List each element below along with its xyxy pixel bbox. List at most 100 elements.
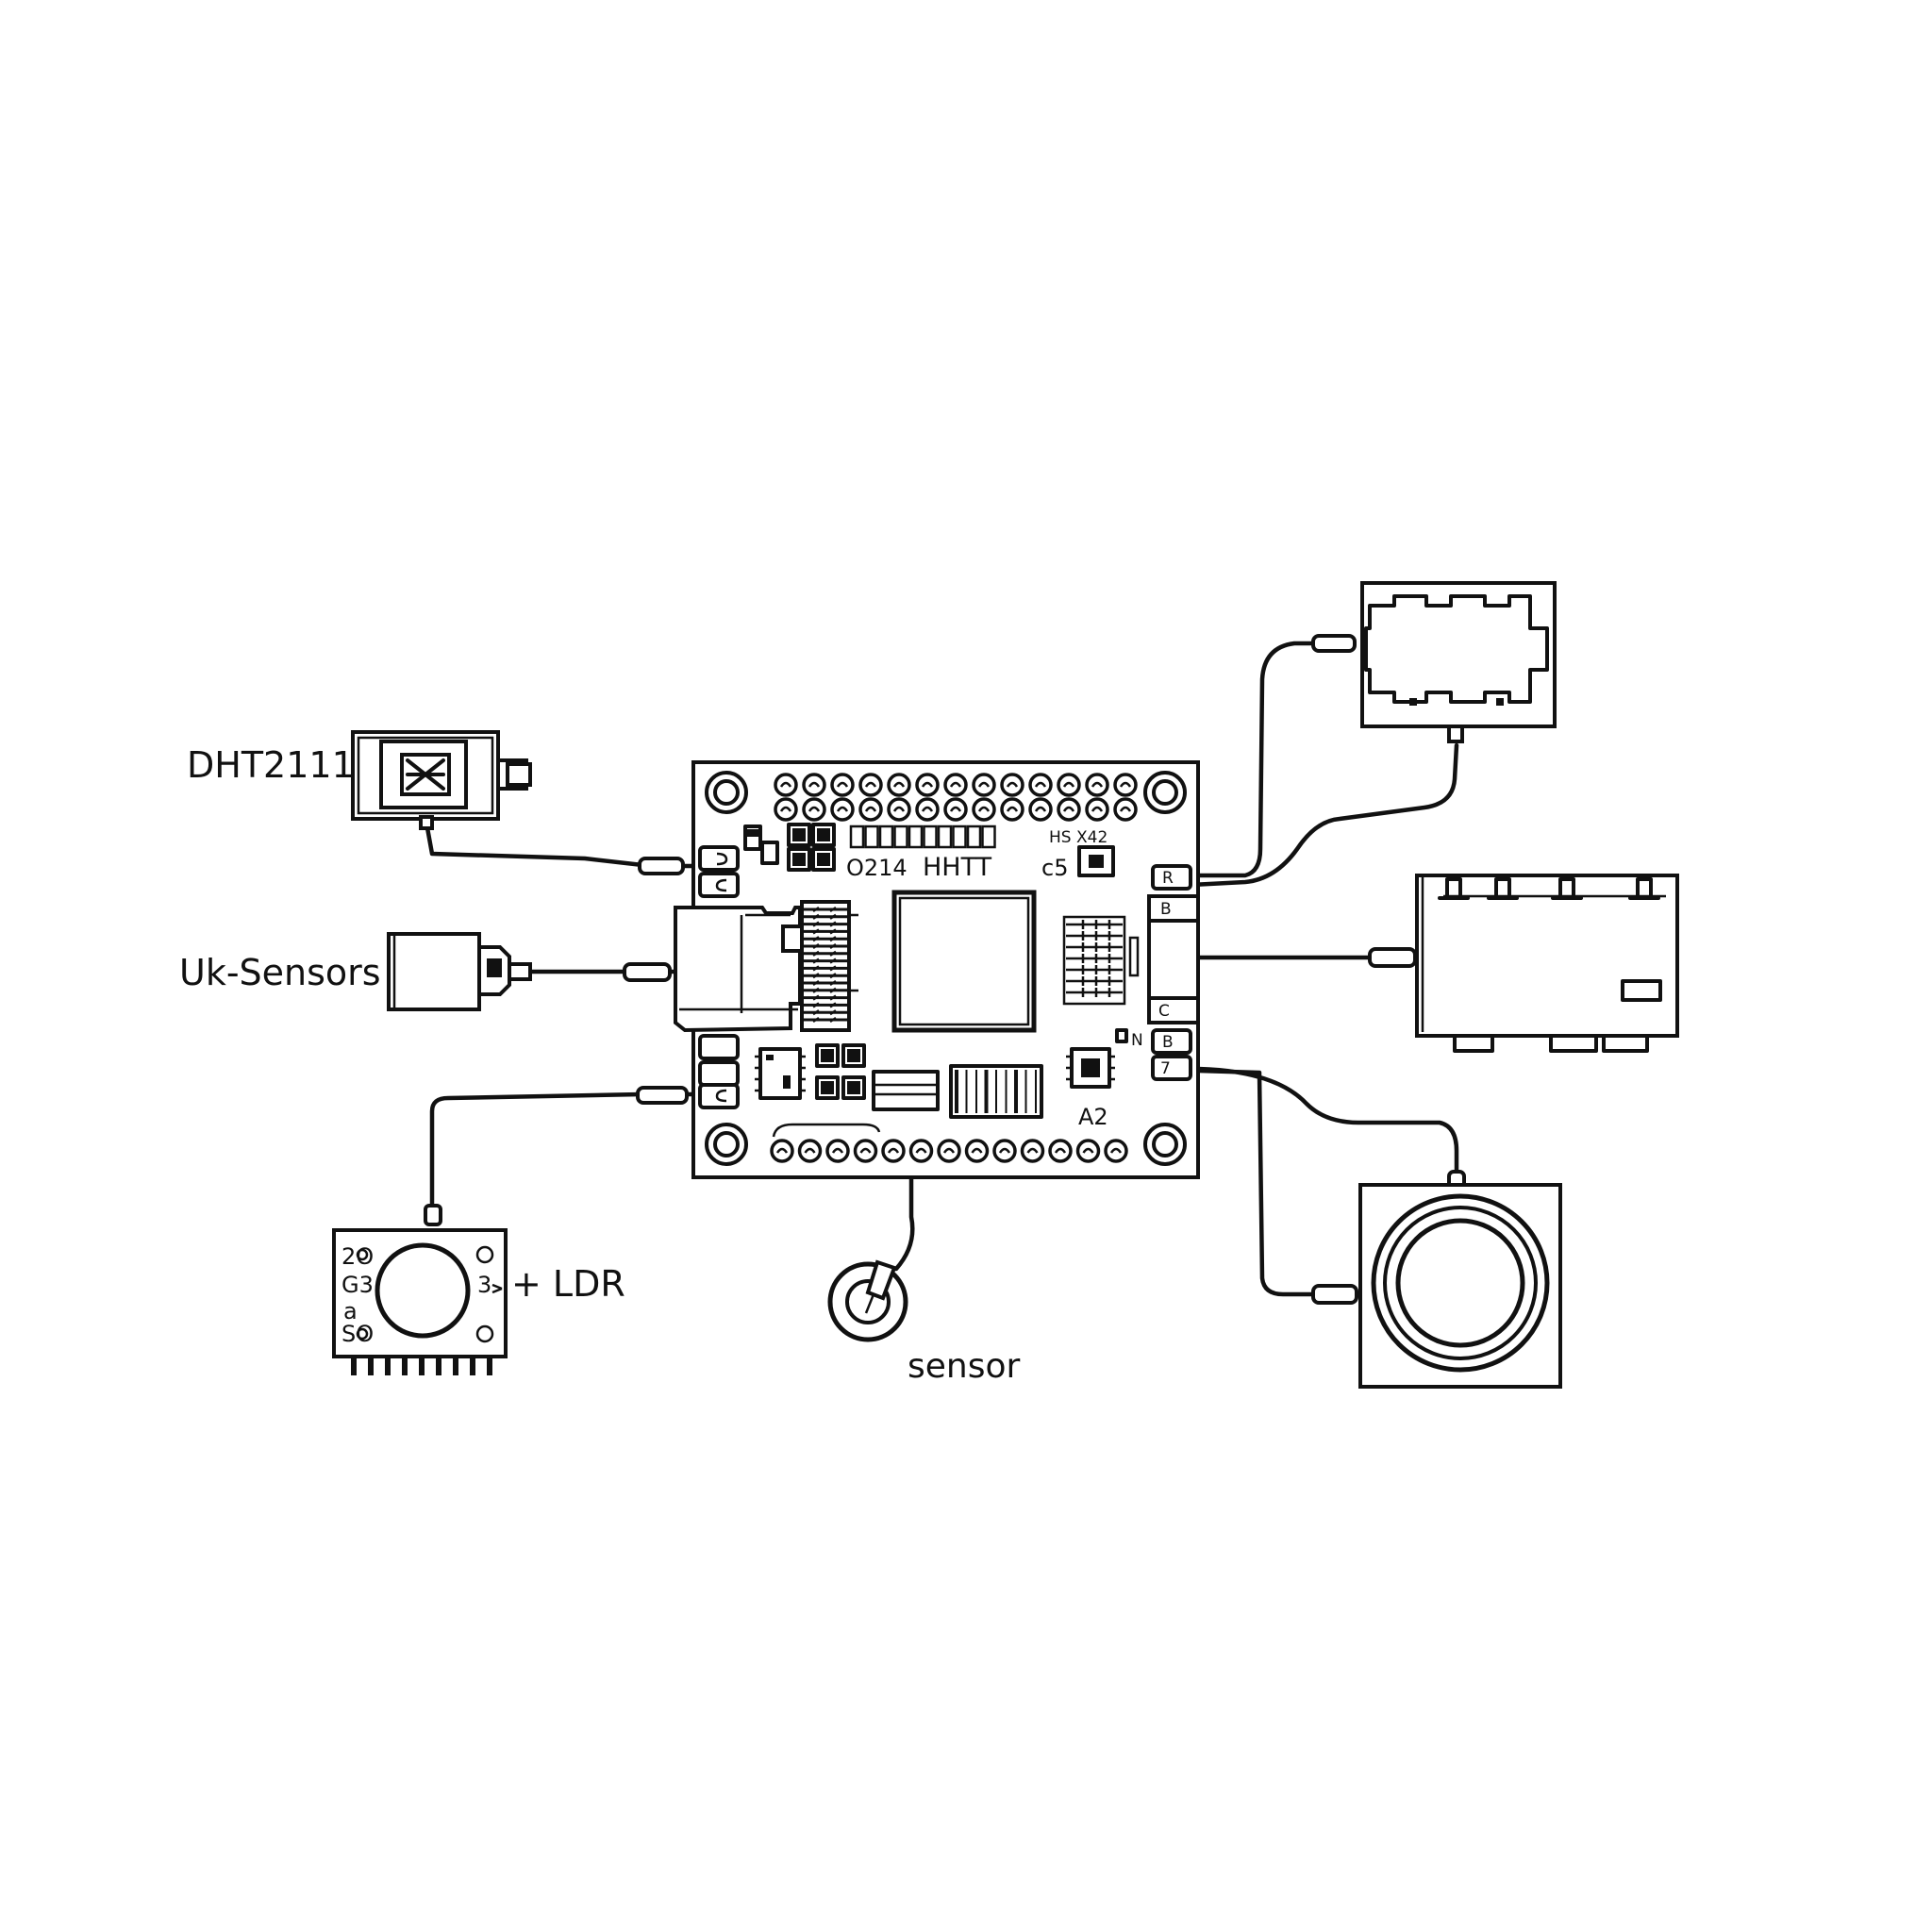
small-ic-a2 [1066,1028,1128,1089]
bottom-center-component [872,1070,940,1111]
header-pin [802,773,826,797]
resistor-array [1062,915,1140,1006]
right-edge-module: R B C B 7 N [1131,864,1200,1081]
segment [952,824,967,849]
small-ic-top [1077,845,1115,877]
ldr-module: 2O G3 a SO 3 [332,1228,508,1375]
label-dht: DHT2111 [187,744,355,786]
segment [981,824,996,849]
header-pin [1085,797,1109,822]
svg-text:B: B [1160,900,1172,919]
svg-text:R: R [1162,869,1174,888]
header-pin [972,773,996,797]
wire-connectors [424,634,1466,1305]
left-top-components [743,823,836,872]
label-ldr: + LDR [511,1263,625,1305]
header-pin [1075,1139,1101,1163]
svg-text:7: 7 [1160,1059,1171,1078]
header-pin [1020,1139,1045,1163]
left-connector-block [674,906,802,1033]
header-pin [853,1139,878,1163]
ldr-pin-2: G3 [341,1272,374,1298]
mounting-holes [705,771,1187,1166]
header-pin [915,773,940,797]
header-pin [1000,773,1024,797]
connector-top-module [1311,634,1357,653]
header-pin [825,1139,850,1163]
bottom-left-chip [755,1043,866,1100]
header-pin [972,797,996,822]
connector-dht [638,857,685,875]
led-segment-strip [849,824,996,849]
right-module [1415,874,1679,1053]
header-pin [774,797,798,822]
main-board: O214 HHTT HS X42 c5 A2 [674,760,1200,1179]
top-pin-header [774,773,1138,822]
ldr-header-pin [453,1357,458,1375]
connector-right-module [1368,947,1417,968]
uk-sensors-module [387,932,532,1011]
header-pin [1113,773,1138,797]
header-pin [1000,797,1024,822]
ldr-header-pin [351,1357,357,1375]
wire-ldr [429,1091,701,1208]
main-ic [891,890,1037,1033]
label-sensor: sensor [908,1347,1021,1386]
header-pin [943,797,968,822]
wire-top-module-2 [1188,742,1459,888]
left-edge-pads [698,845,740,1109]
ldr-pin-3: a [343,1298,358,1324]
silk-hhtt: HHTT [923,853,992,882]
segment [878,824,894,849]
segment [893,824,908,849]
bottom-pin-header [770,1123,1128,1163]
header-pin [881,1139,906,1163]
header-pin [1113,797,1138,822]
header-pin [1028,797,1053,822]
wire-speaker-2 [1195,1066,1459,1180]
header-pin [908,1139,934,1163]
header-pin [1028,773,1053,797]
svg-text:B: B [1162,1033,1174,1052]
silk-a2: A2 [1078,1104,1108,1130]
segment [849,824,865,849]
silk-hs-x42: HS X42 [1049,828,1108,847]
header-pin [774,773,798,797]
header-pin [1057,773,1081,797]
bottom-striped-block [949,1064,1043,1119]
header-pin [1104,1139,1128,1163]
segment [966,824,982,849]
ldr-header-pin [385,1357,391,1375]
ldr-header-pin [419,1357,425,1375]
ldr-header-pin [402,1357,408,1375]
label-uk-sensors: Uk-Sensors [179,952,381,993]
header-pin [943,773,968,797]
header-pin [937,1139,961,1163]
wire-sensor [893,1154,915,1272]
top-right-module [1360,581,1557,743]
speaker-module [1358,1183,1562,1389]
ldr-pin-4: SO [341,1321,374,1347]
segment [908,824,924,849]
header-pin [830,773,855,797]
ldr-pin-1: 2O [341,1243,374,1270]
segment [937,824,953,849]
header-pin [770,1139,794,1163]
header-pin [802,797,826,822]
silk-o214: O214 [846,855,908,881]
segment [864,824,879,849]
ldr-pin-right: 3 [477,1272,491,1298]
wire-speaker-1 [1193,1068,1314,1297]
header-pin [1048,1139,1073,1163]
dht-sensor-module [351,730,532,830]
ldr-header-pin [470,1357,475,1375]
silk-c5: c5 [1041,855,1068,881]
header-pin [1057,797,1081,822]
header-pin [887,797,911,822]
ldr-header-pin [436,1357,441,1375]
ldr-header-pin [487,1357,492,1375]
svg-text:N: N [1131,1031,1143,1050]
wire-top-module [1188,641,1314,878]
round-sensor [827,1259,908,1342]
